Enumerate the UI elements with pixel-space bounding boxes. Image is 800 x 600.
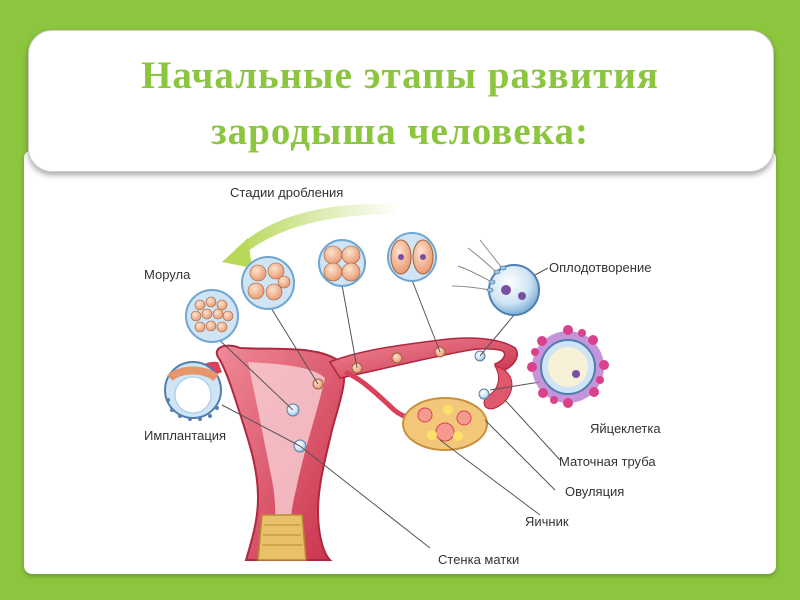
label-fallopian-tube: Маточная труба: [559, 454, 656, 469]
eight-cell-stage: [241, 256, 295, 310]
title-line-1: Начальные этапы развития: [141, 54, 659, 97]
ovary: [402, 397, 488, 451]
leader-lines: [211, 267, 561, 549]
four-cell-stage: [318, 239, 366, 287]
fertilization-illustration: [451, 239, 540, 316]
label-ovary: Яичник: [525, 514, 569, 529]
label-egg: Яйцеклетка: [590, 421, 661, 436]
fallopian-tube: [328, 337, 519, 421]
label-fertilization: Оплодотворение: [549, 260, 651, 275]
egg-cell-illustration: [527, 325, 609, 408]
uterus: [199, 344, 346, 561]
label-morula: Морула: [144, 267, 191, 282]
label-cleavage-stages: Стадии дробления: [230, 185, 343, 200]
label-implantation: Имплантация: [144, 428, 226, 443]
cleavage-arrow: [222, 204, 400, 268]
title-panel: [28, 30, 774, 172]
two-cell-stage: [387, 232, 437, 282]
label-uterine-wall: Стенка матки: [438, 552, 519, 567]
morula-illustration: [185, 289, 239, 343]
diagram-labels: Стадии дробления Морула Оплодотворение Я…: [144, 185, 661, 567]
implantation-illustration: [164, 361, 222, 421]
title-line-2: зародыша человека:: [210, 110, 590, 153]
slide-title: Начальные этапы развития зародыша челове…: [28, 48, 772, 160]
label-ovulation: Овуляция: [565, 484, 624, 499]
